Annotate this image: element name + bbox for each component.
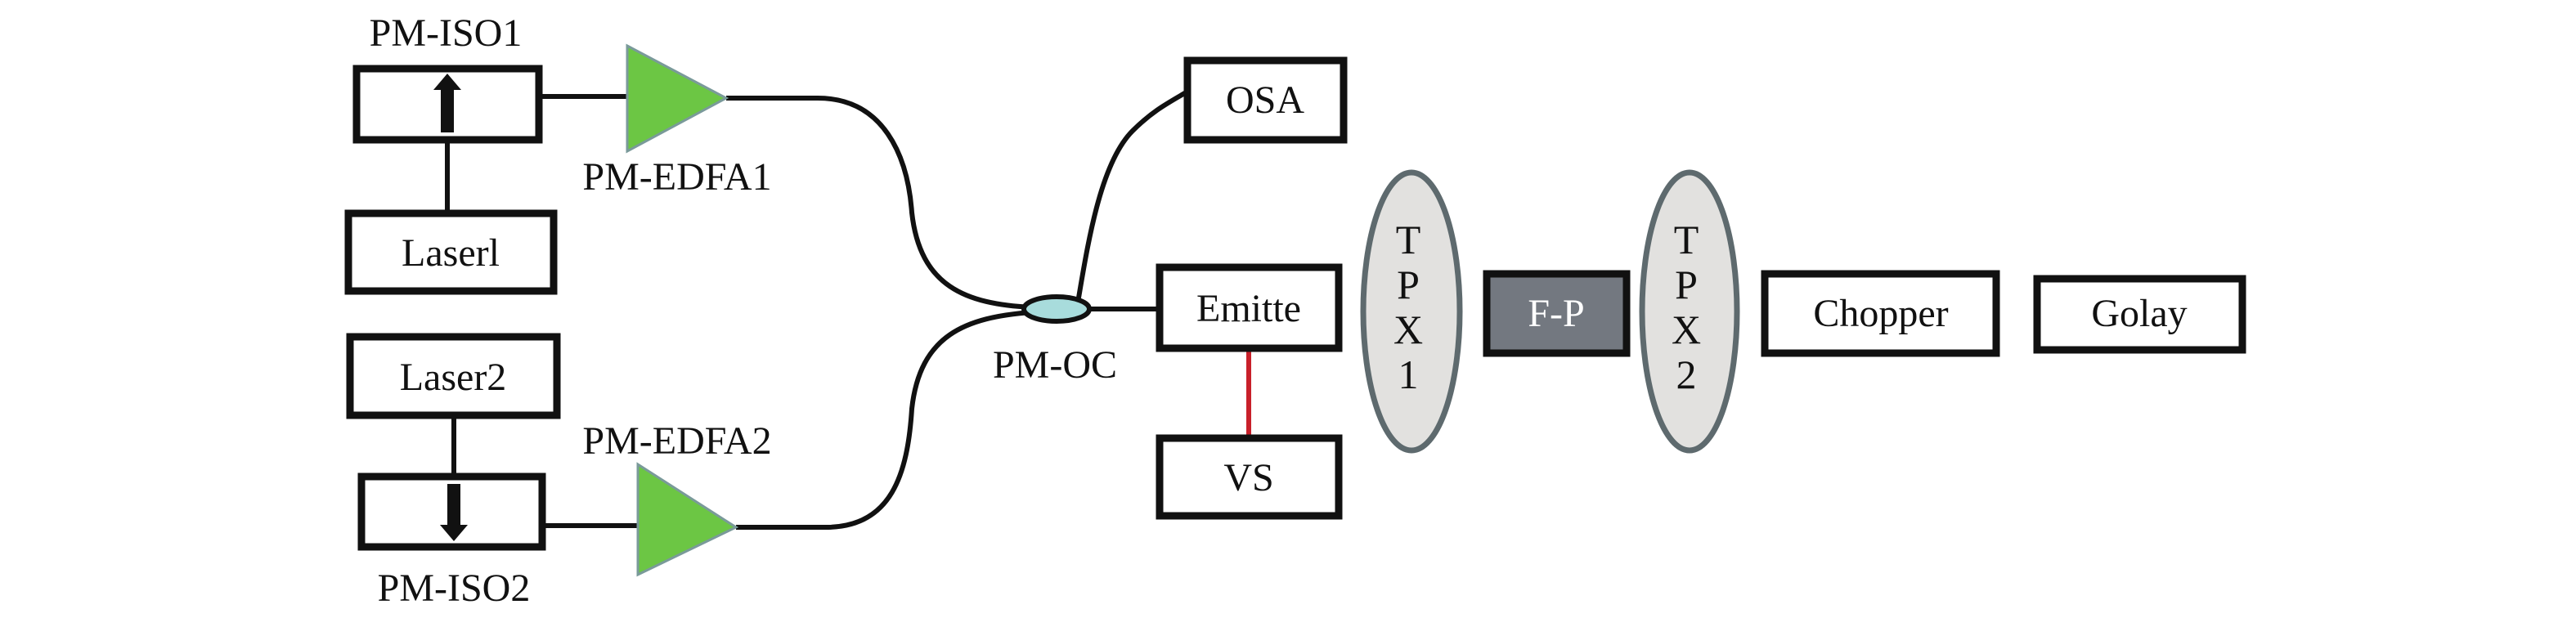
chopper-box [1761, 270, 2000, 357]
emitter-box [1156, 263, 1343, 352]
golay-box [2033, 275, 2246, 354]
tpx2-char: P [1675, 262, 1698, 307]
pm-oc-label: PM-OC [993, 343, 1117, 387]
pm-edfa2-label: PM-EDFA2 [582, 419, 771, 463]
edfa2-coupler-fiber [736, 310, 1033, 530]
pm-edfa1-triangle [626, 43, 729, 154]
tpx2-char: X [1672, 307, 1701, 352]
tpx2-char: T [1674, 217, 1699, 262]
pm-iso1-label: PM-ISO1 [370, 11, 523, 55]
tpx1-char: 1 [1398, 352, 1419, 397]
emitter-label: Emitte [1196, 287, 1301, 330]
pm-iso2-label: PM-ISO2 [378, 567, 531, 610]
laser2-label: Laser2 [400, 356, 507, 399]
osa-box [1183, 56, 1348, 144]
tpx1-char: T [1396, 217, 1421, 262]
vs-box [1156, 434, 1343, 520]
arrow-down-icon [440, 484, 468, 541]
arrow-up-icon [433, 74, 461, 132]
tpx1-char: X [1393, 307, 1423, 352]
tpx2-lens [1639, 169, 1740, 454]
tpx1-lens [1360, 169, 1463, 454]
pm-edfa2-triangle [636, 462, 739, 577]
laser1-label: Laserl [402, 231, 500, 275]
vs-label: VS [1223, 456, 1273, 499]
tpx2-char: 2 [1676, 352, 1697, 397]
coupler-osa-fiber [1075, 89, 1189, 303]
golay-label: Golay [2091, 292, 2187, 335]
pm-oc-coupler [1021, 294, 1092, 324]
chopper-label: Chopper [1813, 292, 1948, 335]
laser1-box [344, 209, 558, 295]
pm-edfa1-label: PM-EDFA1 [582, 155, 771, 199]
osa-label: OSA [1226, 78, 1304, 122]
laser2-box [346, 333, 561, 419]
tpx1-char: P [1397, 262, 1420, 307]
edfa1-coupler-fiber [726, 96, 1033, 310]
fp-label: F-P [1528, 292, 1584, 335]
fp-box [1483, 270, 1631, 357]
